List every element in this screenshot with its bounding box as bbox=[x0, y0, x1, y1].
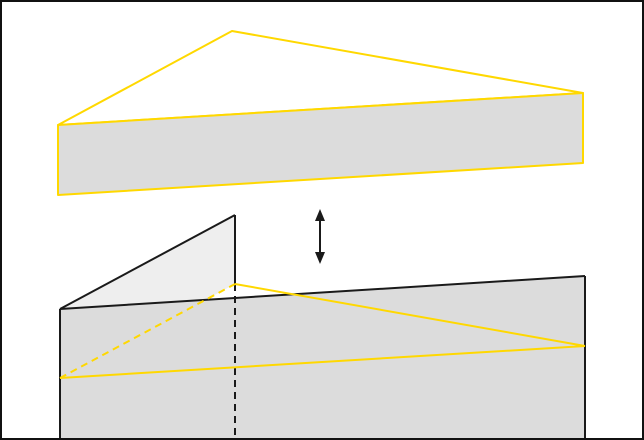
wall-base bbox=[59, 214, 586, 438]
roof-front-face bbox=[57, 92, 584, 196]
seated-hidden-slope bbox=[59, 283, 236, 379]
seated-roof-outline bbox=[59, 283, 586, 379]
seated-top-slope bbox=[234, 283, 586, 347]
gable-slope-edge bbox=[59, 214, 236, 310]
top-edge bbox=[59, 275, 586, 310]
double-arrow-vertical-icon bbox=[315, 209, 325, 264]
seated-base-line bbox=[59, 345, 586, 379]
front-wall bbox=[60, 276, 585, 438]
lifted-roof-piece bbox=[57, 30, 584, 196]
